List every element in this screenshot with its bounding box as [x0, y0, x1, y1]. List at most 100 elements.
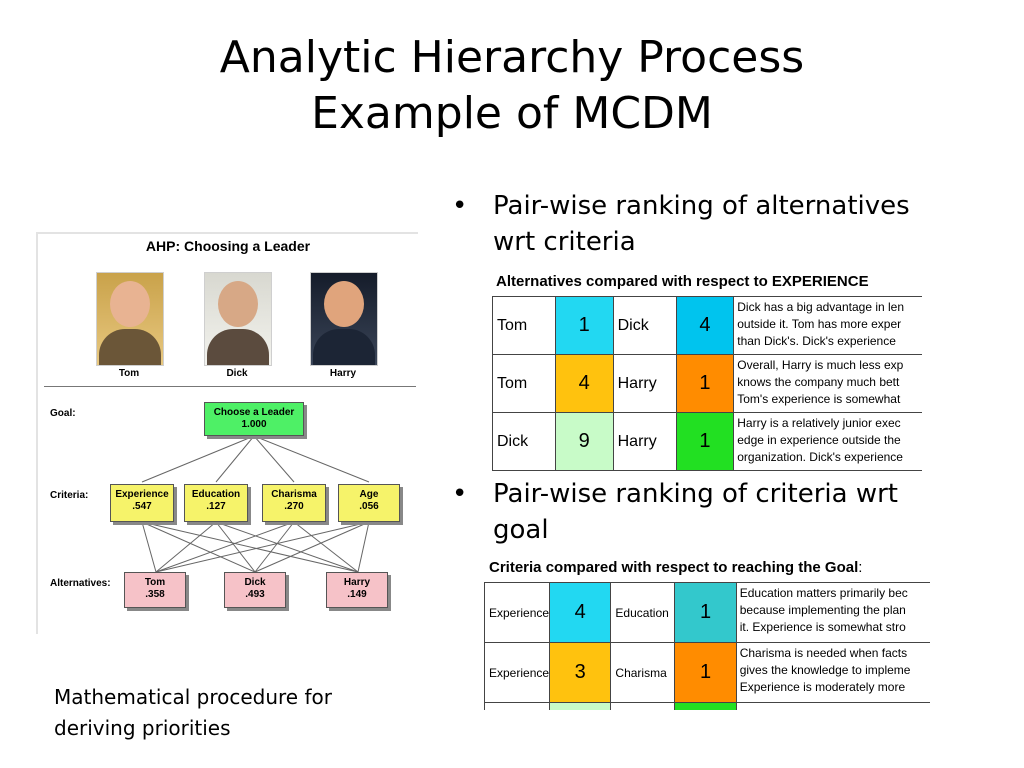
criterion-label: Education [185, 489, 247, 501]
alternative-label: Tom [125, 577, 185, 589]
item-b-score-cell: 1 [675, 583, 736, 643]
item-b-cell: Education [611, 583, 675, 643]
comparison-row-partial [485, 703, 931, 711]
explanation-line: Education matters primarily bec [740, 585, 930, 602]
table-1-title: Alternatives compared with respect to EX… [496, 273, 869, 290]
ahp-figure: AHP: Choosing a Leader Tom Dick Harry Go… [36, 232, 418, 634]
item-a-cell: Tom [493, 355, 556, 413]
explanation-line: organization. Dick's experience [737, 449, 922, 466]
criterion-label: Charisma [263, 489, 325, 501]
item-a-cell: Experience [485, 643, 550, 703]
alternative-priority: .149 [327, 589, 387, 601]
bullet-2-text: Pair-wise ranking of criteria wrt goal [493, 476, 943, 548]
table-2-title-text: Criteria compared with respect to reachi… [489, 559, 858, 576]
item-b-cell: Harry [613, 413, 676, 471]
alternative-node-dick: Dick .493 [224, 572, 286, 608]
explanation-line: Charisma is needed when facts [740, 645, 930, 662]
alternative-label: Harry [327, 577, 387, 589]
divider [44, 386, 416, 387]
explanation-line: Experience is moderately more [740, 679, 930, 696]
item-b-cell: Dick [613, 297, 676, 355]
explanation-line: outside it. Tom has more exper [737, 316, 922, 333]
goal-node: Choose a Leader 1.000 [204, 402, 304, 436]
partial-cell [611, 703, 675, 711]
explanation-line: Dick has a big advantage in len [737, 299, 922, 316]
goal-node-label: Choose a Leader [205, 407, 303, 419]
bullet-1-text: Pair-wise ranking of alternatives wrt cr… [493, 188, 943, 260]
criterion-label: Experience [111, 489, 173, 501]
slide-title-line-1: Analytic Hierarchy Process [0, 30, 1024, 86]
item-b-score-cell: 4 [676, 297, 734, 355]
alternatives-row-label: Alternatives: [50, 578, 111, 589]
partial-cell [485, 703, 550, 711]
criteria-row-label: Criteria: [50, 490, 88, 501]
criterion-weight: .056 [339, 501, 399, 513]
goal-node-value: 1.000 [205, 419, 303, 431]
item-a-cell: Experience [485, 583, 550, 643]
item-a-score-cell: 9 [555, 413, 613, 471]
explanation-line: because implementing the plan [740, 602, 930, 619]
person-name-harry: Harry [310, 368, 376, 379]
dick-photo [204, 272, 272, 366]
explanation-line: knows the company much bett [737, 374, 922, 391]
bullet-1: • Pair-wise ranking of alternatives wrt … [452, 188, 952, 268]
item-a-score-cell: 4 [550, 583, 611, 643]
slide-title-line-2: Example of MCDM [0, 86, 1024, 142]
bullet-2: • Pair-wise ranking of criteria wrt goal [452, 476, 952, 556]
table-2-title: Criteria compared with respect to reachi… [489, 559, 862, 576]
item-a-score-cell: 3 [550, 643, 611, 703]
item-a-score-cell: 1 [555, 297, 613, 355]
criterion-node-experience: Experience .547 [110, 484, 174, 522]
criterion-label: Age [339, 489, 399, 501]
item-b-score-cell: 1 [676, 355, 734, 413]
criterion-weight: .270 [263, 501, 325, 513]
harry-photo [310, 272, 378, 366]
bullet-marker: • [452, 476, 467, 512]
partial-cell [550, 703, 611, 711]
explanation-line: than Dick's. Dick's experience [737, 333, 922, 350]
criterion-node-age: Age .056 [338, 484, 400, 522]
explanation-line: gives the knowledge to impleme [740, 662, 930, 679]
explanation-line: Overall, Harry is much less exp [737, 357, 922, 374]
figure-caption: Mathematical procedure for deriving prio… [54, 682, 384, 744]
alternative-node-tom: Tom .358 [124, 572, 186, 608]
bullet-marker: • [452, 188, 467, 224]
person-name-dick: Dick [204, 368, 270, 379]
item-a-cell: Tom [493, 297, 556, 355]
alternative-priority: .493 [225, 589, 285, 601]
explanation-line: it. Experience is somewhat stro [740, 619, 930, 636]
slide-title: Analytic Hierarchy Process Example of MC… [0, 30, 1024, 142]
criterion-weight: .547 [111, 501, 173, 513]
explanation-line: edge in experience outside the [737, 432, 922, 449]
alternative-priority: .358 [125, 589, 185, 601]
criterion-node-charisma: Charisma .270 [262, 484, 326, 522]
item-b-cell: Harry [613, 355, 676, 413]
partial-cell [736, 703, 930, 711]
item-b-cell: Charisma [611, 643, 675, 703]
alternative-label: Dick [225, 577, 285, 589]
criterion-node-education: Education .127 [184, 484, 248, 522]
explanation-line: Tom's experience is somewhat [737, 391, 922, 408]
goal-row-label: Goal: [50, 408, 76, 419]
tom-photo [96, 272, 164, 366]
comparison-row: Dick9Harry1Harry is a relatively junior … [493, 413, 923, 471]
table-2-title-suffix: : [858, 559, 862, 576]
figure-title: AHP: Choosing a Leader [38, 238, 418, 254]
explanation-line: Harry is a relatively junior exec [737, 415, 922, 432]
partial-cell [675, 703, 736, 711]
alternative-node-harry: Harry .149 [326, 572, 388, 608]
item-a-score-cell: 4 [555, 355, 613, 413]
